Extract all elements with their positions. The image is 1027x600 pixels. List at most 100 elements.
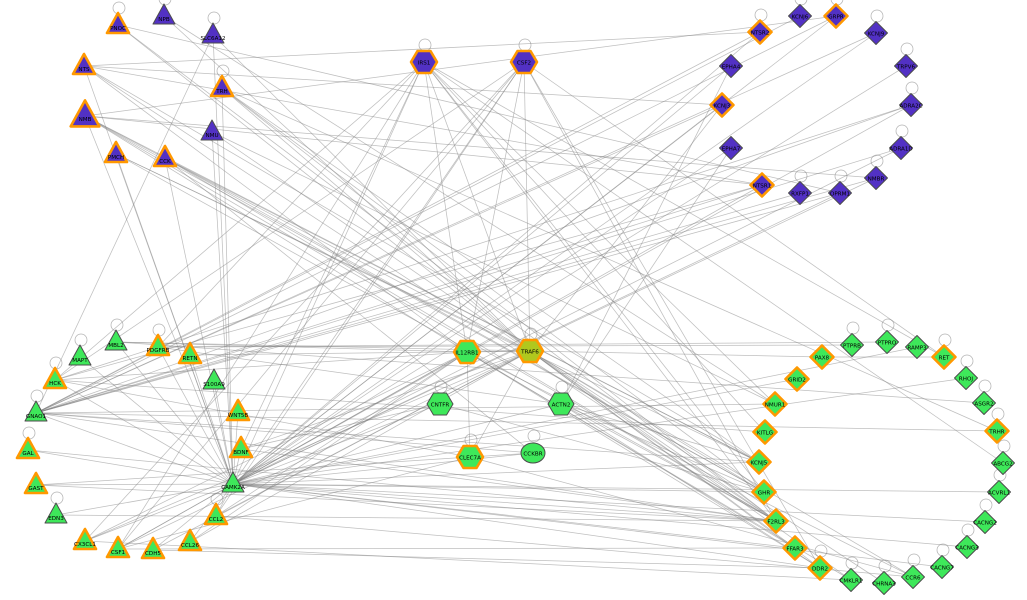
node-shape-GRID2[interactable] — [784, 366, 810, 392]
node-PMCH[interactable]: PMCH — [103, 140, 129, 164]
node-shape-IRS1[interactable] — [409, 49, 439, 75]
node-RETN[interactable]: RETN — [177, 341, 203, 365]
node-CCR6[interactable]: CCR6 — [901, 565, 925, 589]
node-shape-PTPRO[interactable] — [875, 330, 899, 354]
node-shape-DDR2[interactable] — [807, 555, 833, 581]
node-shape-NTS[interactable] — [71, 52, 97, 76]
node-shape-MBL2[interactable] — [104, 329, 128, 351]
node-shape-CMKLR1[interactable] — [839, 568, 863, 592]
node-shape-NMB[interactable] — [69, 99, 101, 128]
node-shape-S100A9[interactable] — [202, 368, 226, 390]
node-shape-NPB[interactable] — [152, 3, 176, 25]
node-shape-CLEC7A[interactable] — [455, 444, 485, 470]
node-shape-ASGR2[interactable] — [972, 391, 996, 415]
node-shape-RETN[interactable] — [177, 341, 203, 365]
node-shape-IL12RB1[interactable] — [452, 339, 482, 365]
node-KCNJ6[interactable]: KCNJ6 — [788, 4, 812, 28]
node-MAPT[interactable]: MAPT — [68, 344, 92, 366]
node-KCNJ9[interactable]: KCNJ9 — [864, 21, 888, 45]
node-PTPRO[interactable]: PTPRO — [875, 330, 899, 354]
node-shape-ADRA2C[interactable] — [899, 93, 923, 117]
node-shape-TRH[interactable] — [209, 74, 235, 98]
node-shape-RET[interactable] — [931, 344, 957, 370]
node-FFAR3[interactable]: FFAR3 — [782, 535, 808, 561]
node-shape-GAL[interactable] — [15, 436, 41, 460]
node-CCKBR[interactable]: CCKBR — [520, 442, 546, 464]
node-shape-CACNG3[interactable] — [955, 535, 979, 559]
node-S100A9[interactable]: S100A9 — [202, 368, 226, 390]
node-NTSR2[interactable]: NTSR2 — [747, 19, 773, 45]
node-shape-ACTN2[interactable] — [547, 392, 575, 416]
node-RHOJ[interactable]: RHOJ — [954, 366, 978, 390]
node-shape-KITLG[interactable] — [752, 419, 778, 445]
node-shape-CCR6[interactable] — [901, 565, 925, 589]
node-shape-GNAO1[interactable] — [24, 400, 48, 422]
node-shape-NMUR1[interactable] — [762, 391, 788, 417]
node-shape-HCK[interactable] — [42, 366, 68, 390]
node-shape-CCKBR[interactable] — [520, 442, 546, 464]
node-SLC6A12[interactable]: SLC6A12 — [200, 22, 226, 44]
node-shape-NMBR[interactable] — [864, 166, 888, 190]
node-shape-MAPT[interactable] — [68, 344, 92, 366]
node-CSF2[interactable]: CSF2 — [509, 49, 539, 75]
node-RXFP1[interactable]: RXFP1 — [788, 181, 812, 205]
node-TRH[interactable]: TRH — [209, 74, 235, 98]
node-ASGR2[interactable]: ASGR2 — [972, 391, 996, 415]
node-shape-SLC6A12[interactable] — [201, 22, 225, 44]
node-shape-CSF2[interactable] — [509, 49, 539, 75]
node-shape-KCNJ6[interactable] — [788, 4, 812, 28]
node-shape-FFAR3[interactable] — [782, 535, 808, 561]
node-KCNJ5[interactable]: KCNJ5 — [746, 449, 772, 475]
node-shape-GAST[interactable] — [23, 471, 49, 495]
node-ADRA2C[interactable]: ADRA2C — [899, 93, 923, 117]
node-WNT5B[interactable]: WNT5B — [225, 398, 251, 422]
node-EDN3[interactable]: EDN3 — [44, 502, 68, 524]
node-NTS[interactable]: NTS — [71, 52, 97, 76]
node-CACNG7[interactable]: CACNG7 — [930, 555, 954, 579]
node-shape-WNT5B[interactable] — [225, 398, 251, 422]
node-CLEC7A[interactable]: CLEC7A — [455, 444, 485, 470]
node-shape-RXFP1[interactable] — [788, 181, 812, 205]
node-shape-NTSR2[interactable] — [747, 19, 773, 45]
node-shape-CX3CL1[interactable] — [72, 527, 98, 551]
node-shape-F2RL3[interactable] — [763, 508, 789, 534]
node-NMBR[interactable]: NMBR — [864, 166, 888, 190]
node-shape-RHOJ[interactable] — [954, 366, 978, 390]
node-shape-KCNJ9[interactable] — [864, 21, 888, 45]
node-shape-PTPRB[interactable] — [840, 333, 864, 357]
node-CCL26[interactable]: CCL26 — [177, 528, 203, 552]
node-shape-CACNG2[interactable] — [973, 510, 997, 534]
node-PAX8[interactable]: PAX8 — [809, 344, 835, 370]
node-shape-TRPV6[interactable] — [894, 54, 918, 78]
node-shape-NMU[interactable] — [200, 119, 224, 141]
node-RET[interactable]: RET — [931, 344, 957, 370]
node-TRAF6[interactable]: TRAF6 — [515, 338, 545, 364]
node-shape-CSF1[interactable] — [105, 535, 131, 559]
node-CACNG2[interactable]: CACNG2 — [973, 510, 997, 534]
node-shape-CACNG7[interactable] — [930, 555, 954, 579]
node-IL12RB1[interactable]: IL12RB1 — [452, 339, 482, 365]
node-KCNJ3[interactable]: KCNJ3 — [709, 92, 735, 118]
node-ABCG2[interactable]: ABCG2 — [991, 451, 1015, 475]
node-shape-CDH5[interactable] — [140, 536, 166, 560]
node-shape-CCL26[interactable] — [177, 528, 203, 552]
node-GAST[interactable]: GAST — [23, 471, 49, 495]
node-shape-TRHR[interactable] — [984, 418, 1010, 444]
node-GAL[interactable]: GAL — [15, 436, 41, 460]
node-shape-BDNF[interactable] — [228, 435, 254, 459]
node-NMB[interactable]: NMB — [69, 99, 101, 128]
node-ACVRL1[interactable]: ACVRL1 — [987, 480, 1011, 504]
node-shape-CCK[interactable] — [152, 144, 178, 168]
node-CACNG3[interactable]: CACNG3 — [955, 535, 979, 559]
node-GRPR[interactable]: GRPR — [823, 3, 849, 29]
node-shape-OPRM1[interactable] — [828, 181, 852, 205]
node-shape-TRAF6[interactable] — [515, 338, 545, 364]
node-shape-KCNJ3[interactable] — [709, 92, 735, 118]
node-EPHA4[interactable]: EPHA4 — [719, 54, 743, 78]
node-CDH5[interactable]: CDH5 — [140, 536, 166, 560]
node-shape-CCL2[interactable] — [203, 502, 229, 526]
node-ADRA1D[interactable]: ADRA1D — [889, 136, 913, 160]
node-PNOC[interactable]: PNOC — [105, 11, 131, 35]
node-TRPV6[interactable]: TRPV6 — [894, 54, 918, 78]
